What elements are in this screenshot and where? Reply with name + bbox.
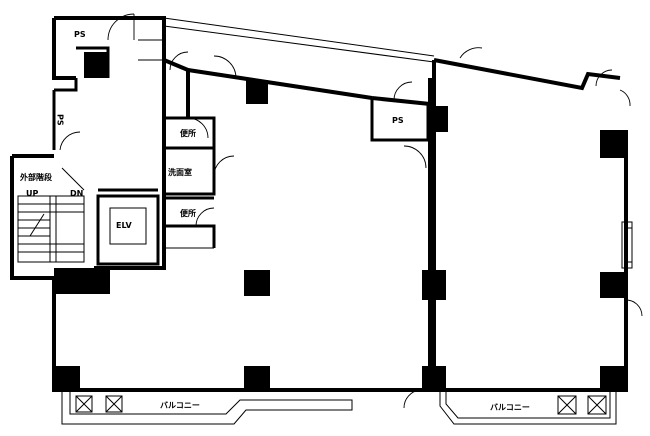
ac-unit [75, 395, 93, 413]
toilet-2-label: 便所 [180, 208, 196, 218]
balcony-right-label: バルコニー [490, 403, 530, 412]
stair-title-label: 外部階段 [20, 172, 52, 182]
column [600, 366, 624, 392]
column [246, 80, 268, 104]
elevator-label: ELV [116, 221, 132, 230]
washroom-label: 洗面室 [168, 167, 192, 177]
ps-mid-label: PS [392, 116, 404, 125]
column [244, 270, 270, 296]
room-labels: PS PS PS 便所 洗面室 便所 外部階段 UP DN ELV バルコニー … [20, 30, 530, 412]
stair-detail [17, 167, 85, 263]
column [54, 366, 80, 392]
column [428, 106, 448, 132]
balcony-left [61, 392, 353, 425]
side-window [621, 221, 633, 269]
column [84, 52, 108, 78]
ps-top-label: PS [74, 30, 86, 39]
column [600, 130, 624, 158]
ac-unit [105, 395, 123, 413]
balcony-left-label: バルコニー [160, 401, 200, 410]
ac-unit [587, 395, 607, 415]
column [54, 268, 110, 294]
ac-unit [557, 395, 577, 415]
column [422, 270, 446, 300]
column [422, 366, 446, 392]
toilet-1-label: 便所 [180, 128, 196, 138]
balcony-right [439, 392, 617, 425]
stair-up-label: UP [26, 189, 38, 198]
interior-walls [52, 39, 430, 266]
columns [54, 52, 624, 392]
column [244, 366, 270, 392]
column [600, 272, 624, 298]
ps-left-label: PS [56, 114, 65, 126]
stair-dn-label: DN [70, 189, 83, 198]
doors [59, 13, 643, 409]
